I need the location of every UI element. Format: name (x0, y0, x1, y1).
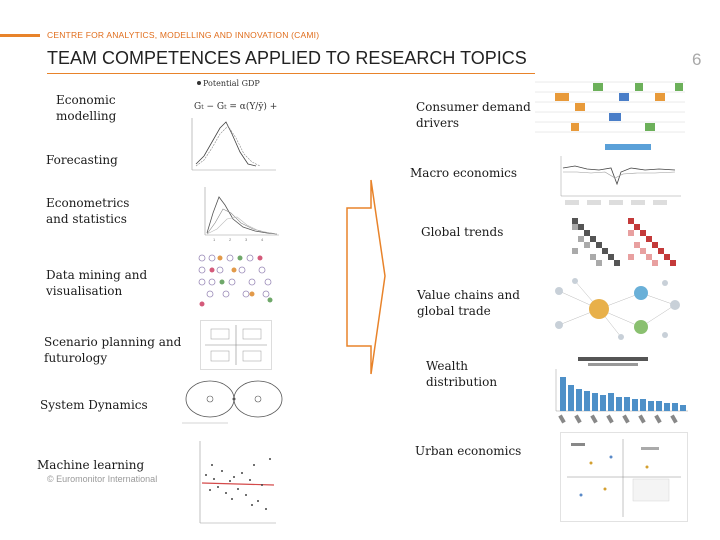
svg-text:4: 4 (261, 237, 264, 242)
topic-urban-economics: Urban economics (415, 444, 522, 458)
svg-text:Gt − Gt = α(Y/ȳ) + ε: Gt − Gt = α(Y/ȳ) + ε (194, 101, 278, 112)
title-underline (47, 73, 604, 74)
competence-data-mining: Data mining and visualisation (46, 268, 148, 298)
macro-economics-thumbnail (555, 142, 685, 208)
page-title: TEAM COMPETENCES APPLIED TO RESEARCH TOP… (47, 48, 527, 68)
causal-loop-diagram (182, 380, 283, 424)
gdp-growth-line-chart (560, 144, 681, 205)
wealth-bar-chart (555, 357, 688, 424)
competence-economic-modelling: Economic modelling (56, 93, 117, 123)
value-chains-thumbnail (545, 275, 687, 343)
right-arrow-icon (346, 179, 386, 375)
potential-gdp-caption: Potential GDP (203, 79, 260, 88)
svg-text:3: 3 (245, 237, 248, 242)
econometrics-thumbnail: 1 2 3 4 (195, 183, 281, 243)
consumer-demand-thumbnail (535, 72, 687, 138)
economic-modelling-thumbnail: Potential GDP Gt − Gt = α(Y/ȳ) + ε (190, 76, 285, 172)
dot-matrix-chart (198, 254, 273, 307)
urban-economics-thumbnail (560, 432, 688, 522)
topic-consumer-demand: Consumer demand drivers (416, 100, 531, 130)
scenario-planning-thumbnail (200, 320, 272, 370)
mapping-arrow (345, 178, 387, 383)
driver-table (535, 81, 685, 133)
machine-learning-thumbnail (192, 435, 278, 527)
trade-network-diagram (555, 278, 680, 340)
global-trends-thumbnail (562, 210, 686, 276)
svg-text:1: 1 (213, 237, 216, 242)
header-accent-bar (0, 34, 40, 37)
system-dynamics-thumbnail (178, 375, 290, 427)
competence-scenario-planning: Scenario planning and futurology (44, 335, 182, 365)
svg-text:2: 2 (229, 237, 232, 242)
competence-system-dynamics: System Dynamics (40, 398, 148, 412)
org-name: CENTRE FOR ANALYTICS, MODELLING AND INNO… (47, 30, 320, 40)
topic-value-chains: Value chains and global trade (417, 288, 520, 318)
topic-global-trends: Global trends (421, 225, 504, 239)
density-plot: 1 2 3 4 (204, 187, 279, 242)
competence-econometrics: Econometrics and statistics (46, 196, 130, 226)
page-number: 6 (692, 50, 702, 69)
copyright-footer: © Euromonitor International (47, 474, 158, 484)
wealth-distribution-thumbnail (548, 355, 690, 427)
data-mining-thumbnail (190, 250, 278, 310)
urban-quadrant-chart (567, 439, 681, 517)
competence-forecasting: Forecasting (46, 153, 118, 167)
gdp-formula-chart: Potential GDP Gt − Gt = α(Y/ȳ) + ε (191, 79, 285, 171)
scenario-matrix (205, 325, 267, 365)
correlation-heatmaps (572, 218, 676, 266)
regression-scatter (199, 441, 276, 524)
topic-macro-economics: Macro economics (410, 166, 518, 180)
competence-machine-learning: Machine learning (37, 458, 145, 472)
topic-wealth-distribution: Wealth distribution (426, 359, 498, 389)
